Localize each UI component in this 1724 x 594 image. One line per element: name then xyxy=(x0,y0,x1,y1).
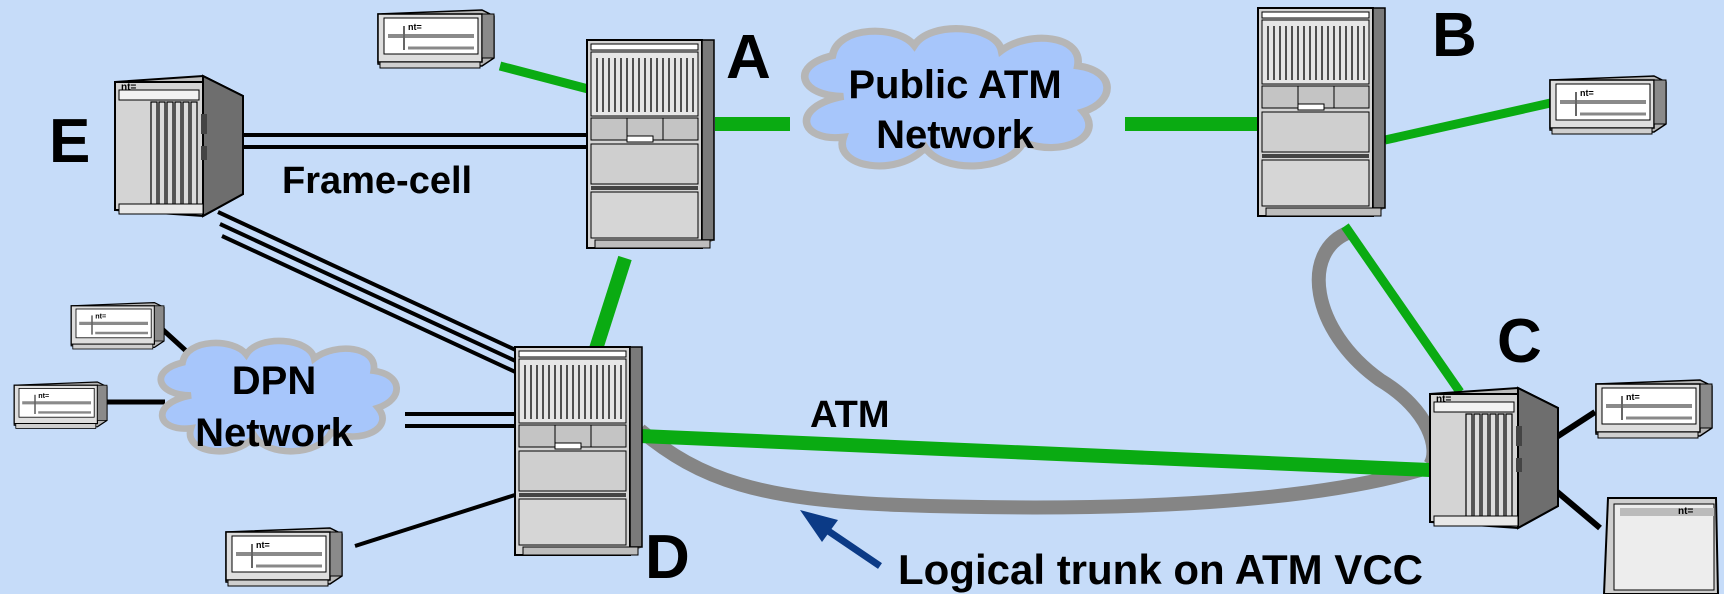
logical-trunk-label: Logical trunk on ATM VCC xyxy=(898,546,1423,593)
terminal-left-1[interactable] xyxy=(69,301,166,351)
c-terminal-link-1 xyxy=(1553,409,1597,441)
laptop-bottom-right[interactable]: nt= xyxy=(1602,497,1720,594)
atm-link-d-c xyxy=(639,429,1431,477)
switch-a[interactable] xyxy=(586,39,715,249)
svg-text:nt=: nt= xyxy=(1678,506,1693,517)
e-d-link-2 xyxy=(219,222,523,366)
c-terminal-link-2 xyxy=(1553,487,1602,531)
terminal-right-b[interactable] xyxy=(1548,74,1668,136)
chassis-e[interactable] xyxy=(114,75,244,217)
node-label-c: C xyxy=(1497,307,1542,376)
terminal-right-c[interactable] xyxy=(1594,378,1714,440)
terminal-bottom-left[interactable] xyxy=(224,526,344,588)
chassis-c[interactable] xyxy=(1429,387,1559,529)
logical-trunk-line xyxy=(635,424,1422,515)
logical-trunk-arrow xyxy=(800,510,882,569)
public-atm-cloud-label-line2: Network xyxy=(876,113,1035,157)
dpn-cloud-label-line2: Network xyxy=(195,411,354,455)
node-label-a: A xyxy=(726,23,771,92)
terminal-left-2[interactable] xyxy=(12,380,109,430)
atm-link-terminal-a xyxy=(498,61,594,95)
e-d-link-1 xyxy=(217,210,521,354)
node-label-b: B xyxy=(1432,1,1477,70)
node-label-e: E xyxy=(49,107,90,176)
switch-d[interactable] xyxy=(514,346,643,556)
atm-link-a-d xyxy=(588,255,632,355)
terminal-top-left[interactable] xyxy=(376,8,496,70)
public-atm-cloud-label-line1: Public ATM xyxy=(848,63,1061,107)
e-d-link-3 xyxy=(221,234,525,378)
atm-link-label: ATM xyxy=(810,394,890,436)
node-label-d: D xyxy=(645,523,690,592)
dpn-cloud-label-line1: DPN xyxy=(232,359,316,403)
atm-link-b-terminal xyxy=(1384,97,1556,145)
atm-link-b-c xyxy=(1341,223,1464,395)
terminal-d-link xyxy=(354,492,519,548)
frame-cell-label: Frame-cell xyxy=(282,160,472,202)
links-layer xyxy=(104,61,1602,548)
switch-b[interactable] xyxy=(1257,7,1386,217)
